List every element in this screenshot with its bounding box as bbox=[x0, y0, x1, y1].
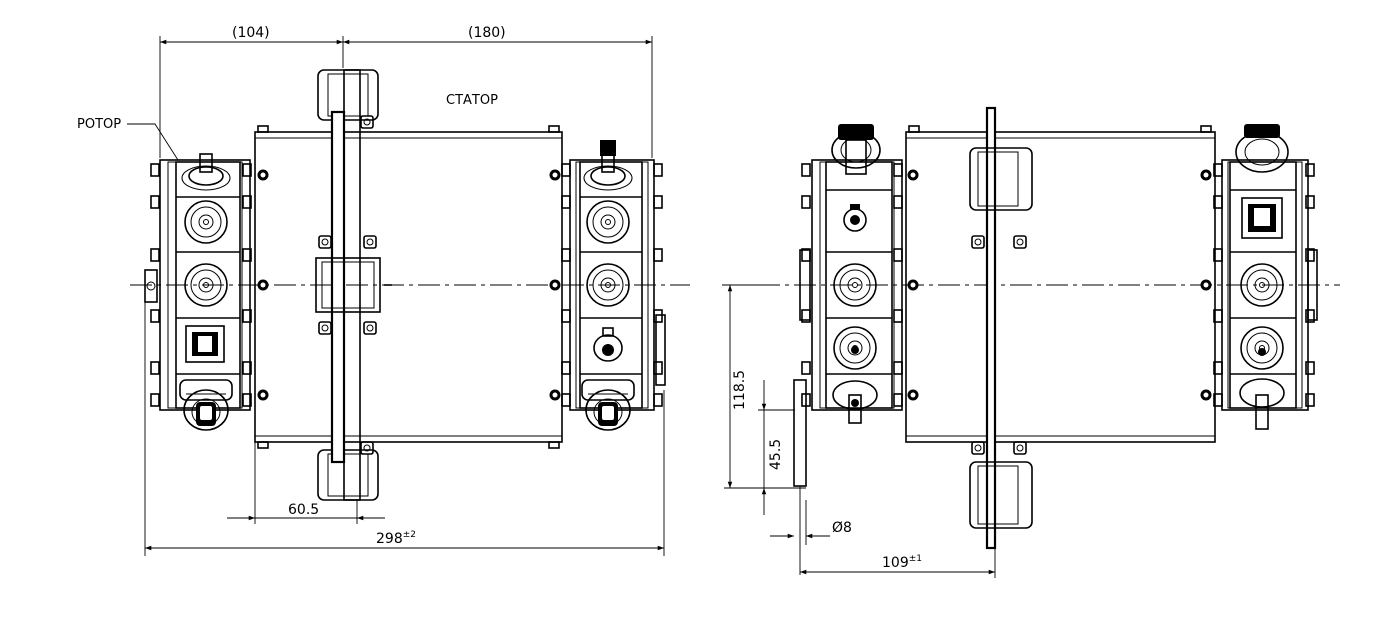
dim-45-5: 45.5 bbox=[768, 439, 784, 470]
dim-109: 109±1 bbox=[882, 554, 922, 571]
side-terminal-block-left bbox=[799, 124, 903, 424]
flange-plate-side bbox=[985, 106, 997, 550]
rotor-label: РОТОР bbox=[77, 117, 121, 132]
dim-hole-8: Ø8 bbox=[832, 520, 852, 536]
dim-104: (104) bbox=[232, 25, 270, 41]
dim-118-5: 118.5 bbox=[732, 370, 748, 410]
flange-lug-bottom bbox=[317, 449, 379, 501]
stator-terminal-block bbox=[561, 140, 666, 431]
mounting-bracket bbox=[793, 379, 807, 487]
side-terminal-block-right bbox=[1213, 124, 1318, 430]
side-view: 118.5 45.5 Ø8 109±1 bbox=[722, 106, 1340, 578]
stator-body-side bbox=[905, 131, 1216, 443]
front-view: РОТОР СТАТОР (104) (180) 60.5 298±2 bbox=[77, 25, 690, 556]
dim-180: (180) bbox=[468, 25, 506, 41]
dim-298: 298±2 bbox=[376, 530, 416, 547]
stator-body bbox=[254, 131, 563, 443]
flange-lug-top bbox=[317, 69, 379, 121]
stator-label: СТАТОР bbox=[446, 93, 498, 108]
flange-plate bbox=[330, 110, 346, 464]
dim-60-5: 60.5 bbox=[288, 502, 319, 518]
rotor-terminal-block bbox=[144, 153, 252, 431]
